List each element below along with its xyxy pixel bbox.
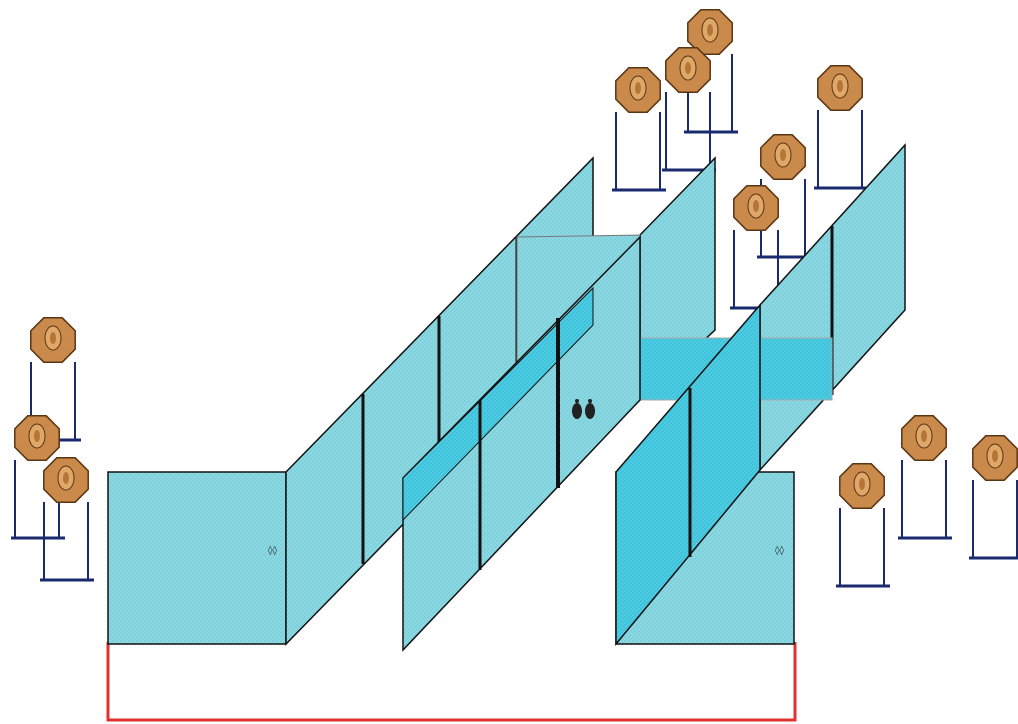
- left-front-wall: [107, 471, 287, 645]
- middle-window-port: [402, 286, 594, 522]
- steel-target-icon: [836, 463, 890, 588]
- right-front-diagonal: [615, 302, 761, 647]
- start-line: [106, 642, 797, 722]
- steel-target-icon: [757, 134, 811, 259]
- wall-marker-left: ◊◊: [268, 545, 277, 556]
- middle-diagonal-wall: [402, 235, 641, 652]
- wall-marker-right: ◊◊: [775, 545, 784, 556]
- steel-target-icon: [898, 415, 952, 540]
- steel-target-icon: [684, 9, 738, 134]
- steel-target-icon: [40, 457, 94, 582]
- steel-target-icon: [969, 435, 1018, 560]
- steel-target-icon: [662, 47, 716, 172]
- steel-target-icon: [814, 65, 868, 190]
- footprints-icon: [572, 399, 595, 419]
- steel-target-icon: [730, 185, 784, 310]
- steel-target-icon: [612, 67, 666, 192]
